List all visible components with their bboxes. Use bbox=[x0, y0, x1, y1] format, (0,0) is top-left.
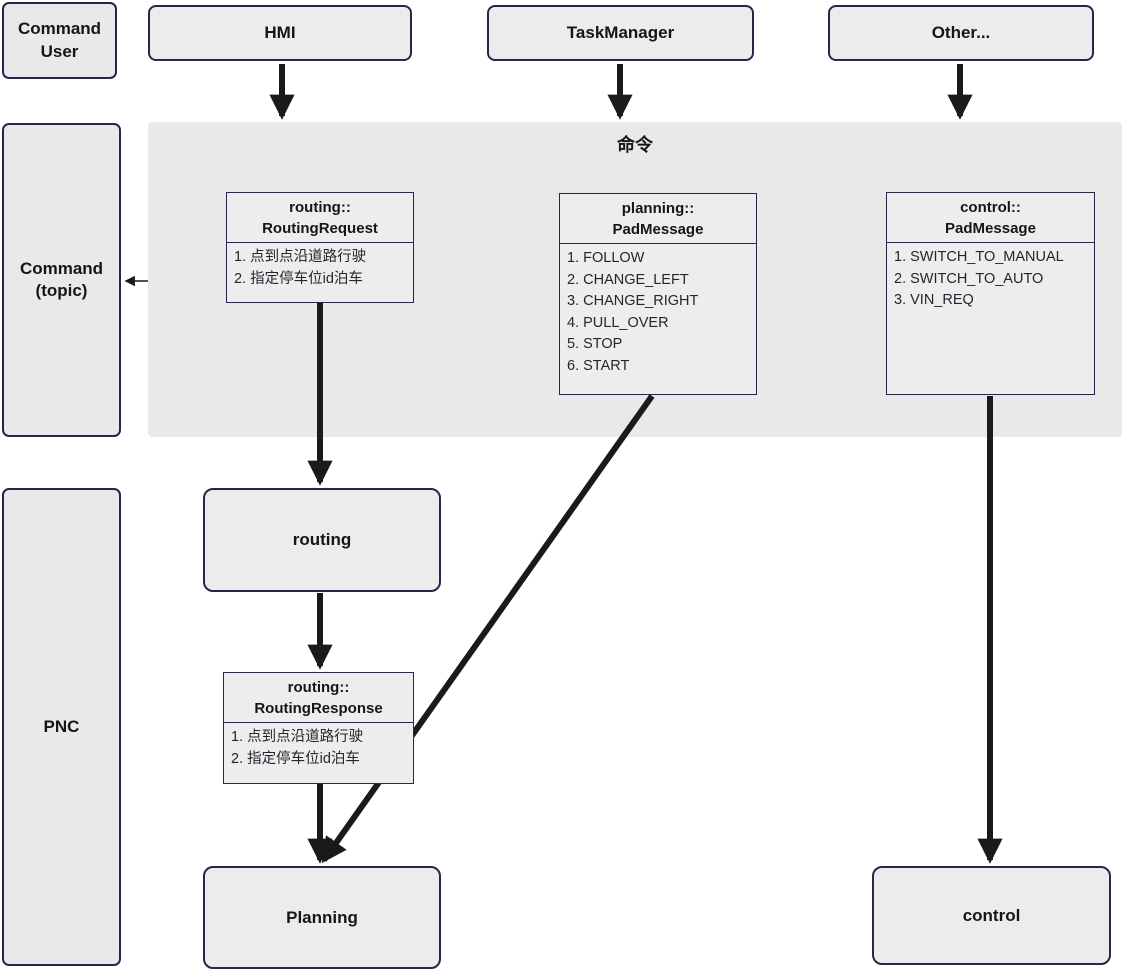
module-routing: routing bbox=[203, 488, 441, 592]
command-band-title: 命令 bbox=[617, 135, 653, 155]
lane-pnc: PNC bbox=[2, 488, 121, 966]
list-item: 2. 指定停车位id泊车 bbox=[231, 750, 360, 767]
list-item: 2. CHANGE_LEFT bbox=[567, 271, 689, 288]
actor-other-label: Other... bbox=[931, 23, 991, 43]
actor-taskmanager: TaskManager bbox=[487, 5, 754, 61]
list-item: 1. FOLLOW bbox=[567, 250, 645, 266]
module-planning: Planning bbox=[203, 866, 441, 969]
list-item: 1. SWITCH_TO_MANUAL bbox=[894, 249, 1064, 265]
module-planning-label: Planning bbox=[286, 907, 358, 927]
list-item: 2. SWITCH_TO_AUTO bbox=[894, 270, 1044, 287]
module-routing-label: routing bbox=[292, 530, 352, 550]
lane-command-topic: Command (topic) bbox=[2, 123, 121, 437]
actor-command-user-label: Command User bbox=[17, 19, 102, 61]
actor-hmi-label: HMI bbox=[264, 23, 296, 43]
list-item: 1. 点到点沿道路行驶 bbox=[234, 249, 367, 265]
list-item: 6. START bbox=[567, 357, 630, 374]
list-item: 4. PULL_OVER bbox=[567, 314, 669, 331]
message-planning-padmessage-items: 1. FOLLOW 2. CHANGE_LEFT 3. CHANGE_RIGHT… bbox=[560, 244, 756, 381]
list-item: 1. 点到点沿道路行驶 bbox=[231, 729, 364, 745]
list-item: 2. 指定停车位id泊车 bbox=[234, 270, 363, 287]
message-control-padmessage-title: control:: PadMessage bbox=[887, 193, 1094, 243]
actor-hmi: HMI bbox=[148, 5, 412, 61]
message-routing-response-title: routing:: RoutingResponse bbox=[224, 673, 413, 723]
message-planning-padmessage: planning:: PadMessage 1. FOLLOW 2. CHANG… bbox=[559, 193, 757, 395]
actor-command-user: Command User bbox=[2, 2, 117, 79]
lane-pnc-label: PNC bbox=[43, 716, 80, 736]
lane-command-topic-label: Command (topic) bbox=[19, 258, 104, 300]
message-planning-padmessage-title: planning:: PadMessage bbox=[560, 194, 756, 244]
message-routing-request-items: 1. 点到点沿道路行驶 2. 指定停车位id泊车 bbox=[227, 243, 413, 294]
list-item: 5. STOP bbox=[567, 336, 623, 352]
message-control-padmessage: control:: PadMessage 1. SWITCH_TO_MANUAL… bbox=[886, 192, 1095, 395]
message-routing-request-title: routing:: RoutingRequest bbox=[227, 193, 413, 243]
message-control-padmessage-items: 1. SWITCH_TO_MANUAL 2. SWITCH_TO_AUTO 3.… bbox=[887, 243, 1094, 316]
arrow-planningpad-to-planning bbox=[321, 394, 655, 864]
module-control-label: control bbox=[962, 905, 1021, 925]
list-item: 3. CHANGE_RIGHT bbox=[567, 293, 699, 309]
message-routing-request: routing:: RoutingRequest 1. 点到点沿道路行驶 2. … bbox=[226, 192, 414, 303]
message-routing-response: routing:: RoutingResponse 1. 点到点沿道路行驶 2.… bbox=[223, 672, 414, 784]
actor-other: Other... bbox=[828, 5, 1094, 61]
actor-taskmanager-label: TaskManager bbox=[566, 23, 675, 43]
module-control: control bbox=[872, 866, 1111, 965]
message-routing-response-items: 1. 点到点沿道路行驶 2. 指定停车位id泊车 bbox=[224, 723, 413, 774]
list-item: 3. VIN_REQ bbox=[894, 292, 974, 308]
